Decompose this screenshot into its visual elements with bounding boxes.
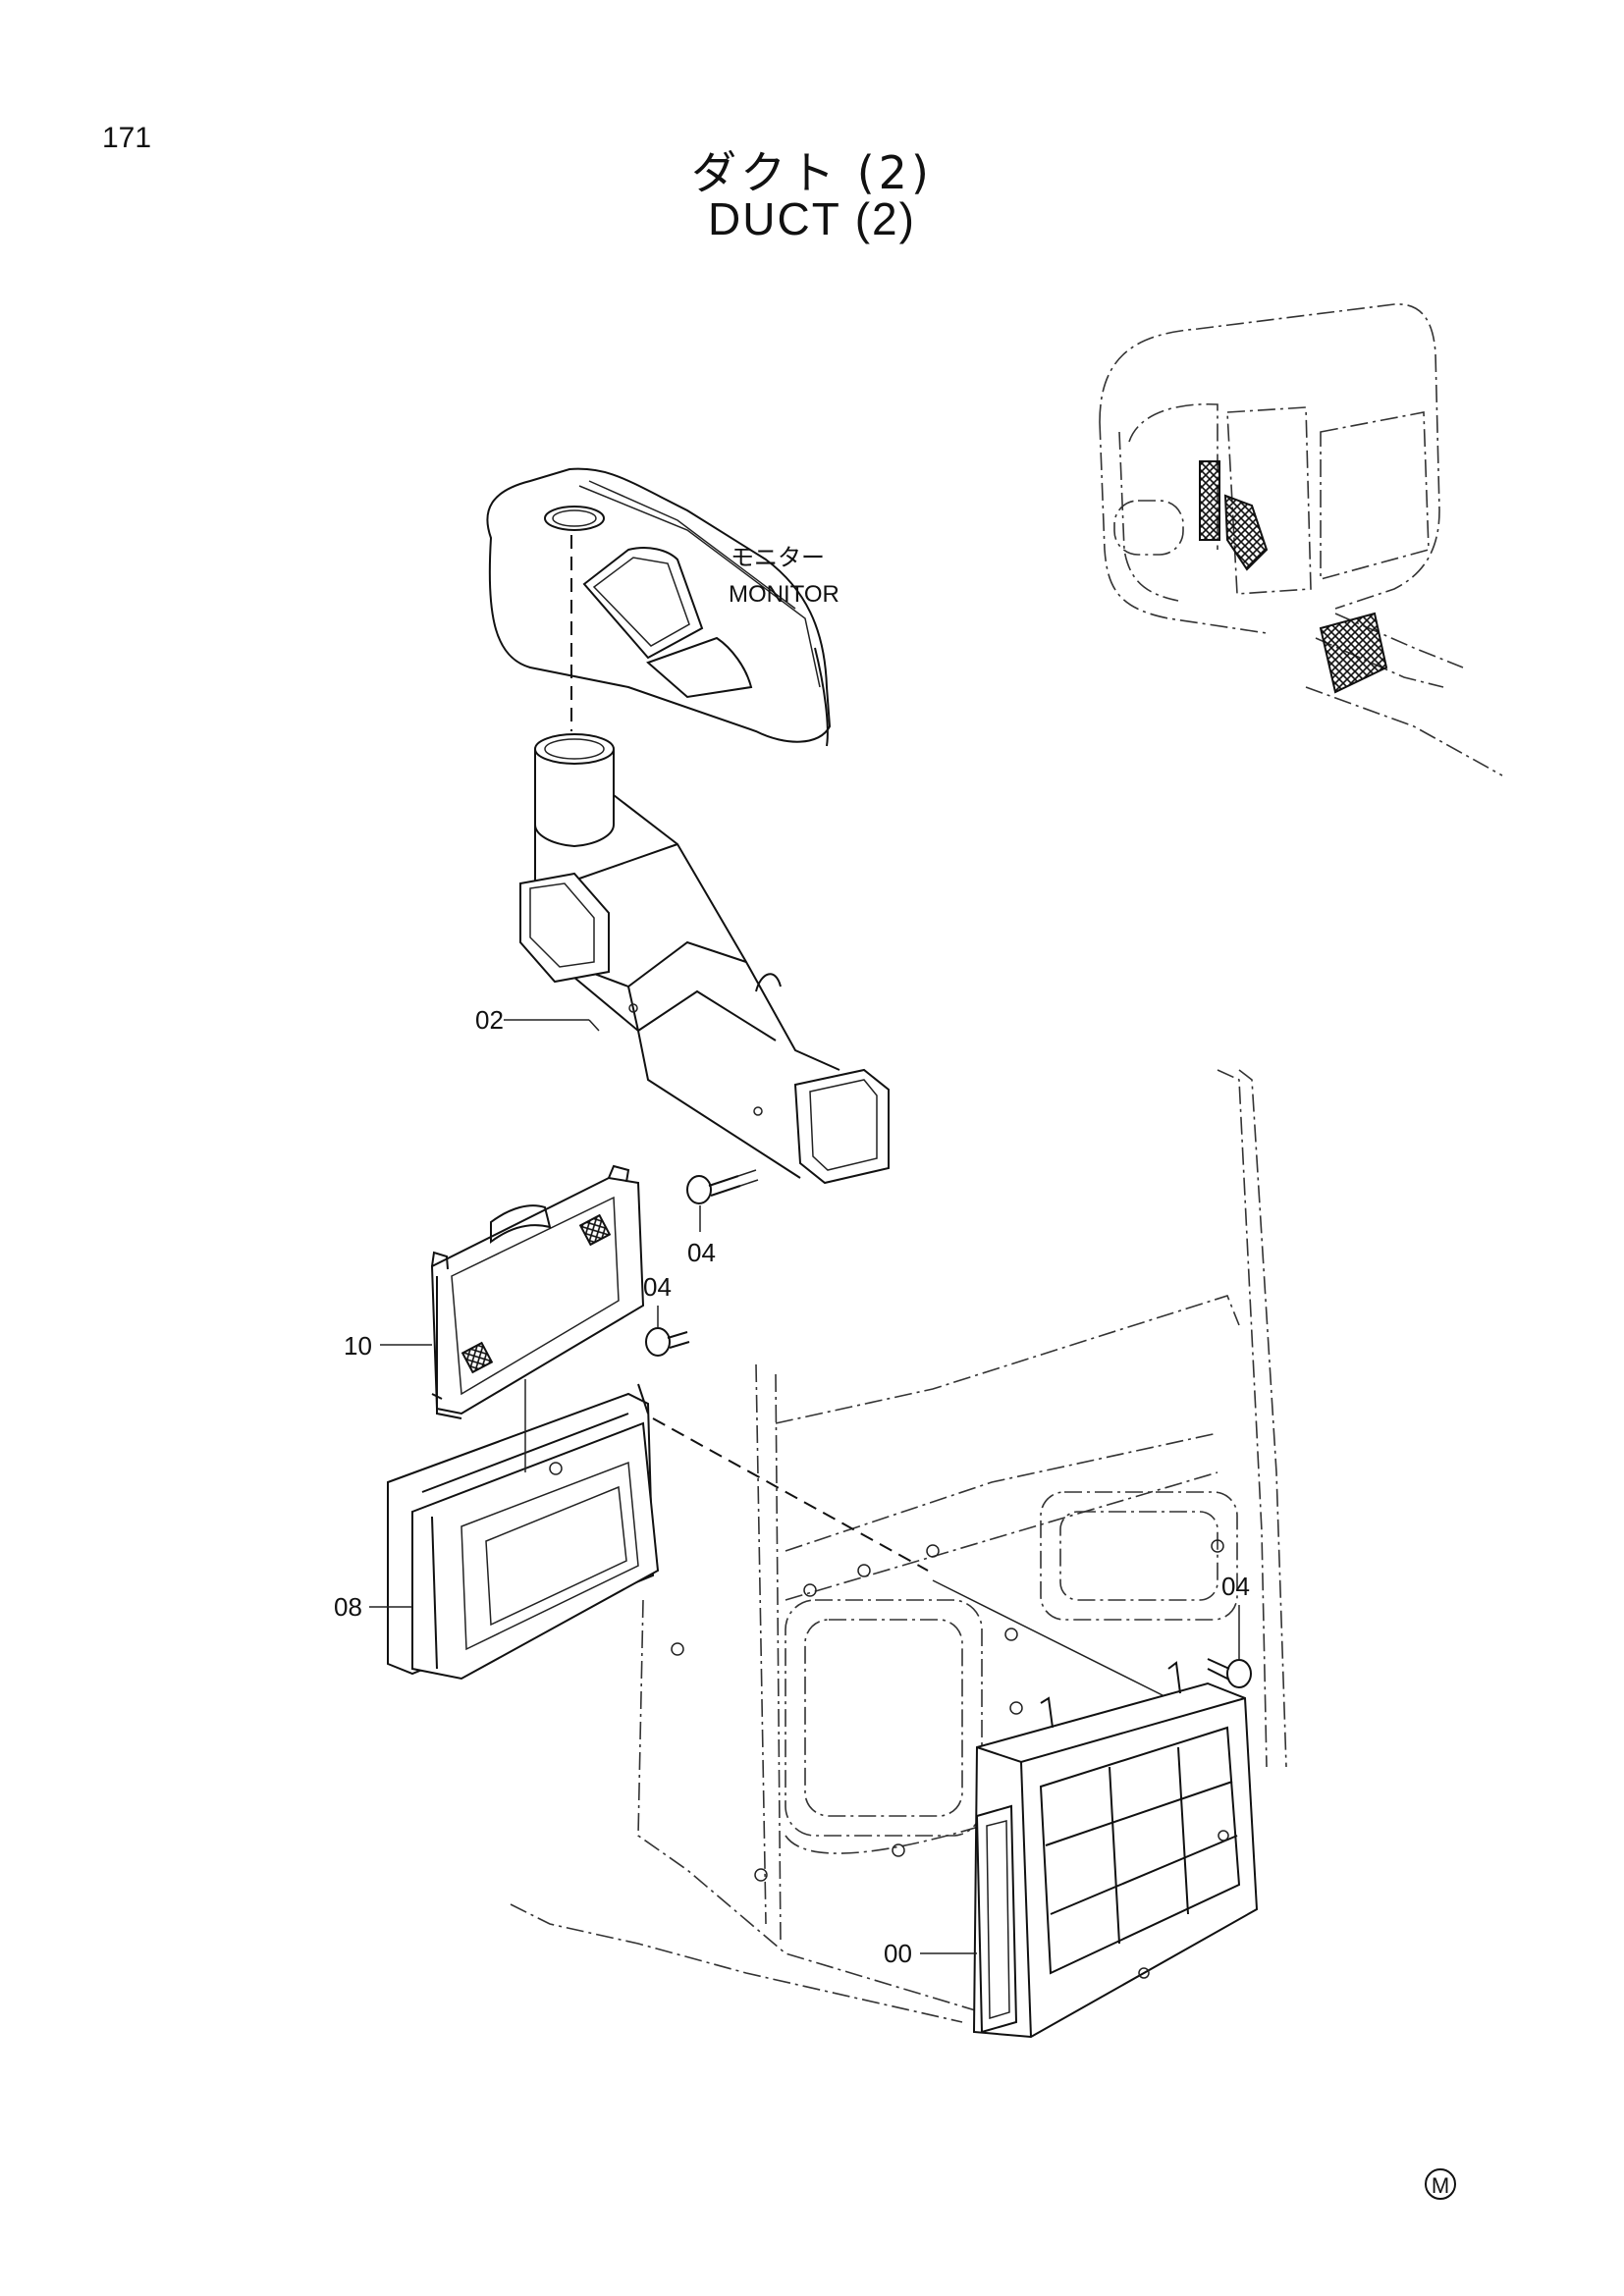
callout-02: 02 [475, 1005, 504, 1035]
monitor-label-japanese: モニター [731, 545, 825, 571]
cab-overview-inset [1099, 303, 1503, 776]
page-title-english: DUCT (2) [708, 193, 916, 244]
footer-mark-letter: M [1432, 2173, 1449, 2198]
callout-04-b: 04 [643, 1272, 672, 1302]
page-number: 171 [102, 122, 152, 154]
cab-duct-highlight [1199, 460, 1220, 541]
callout-10: 10 [344, 1331, 372, 1361]
page-title-japanese: ダクト (2) [691, 146, 933, 199]
cab-rear-panel [510, 1069, 1287, 2023]
duct-part-02 [519, 733, 890, 1185]
monitor-label-english: MONITOR [729, 581, 839, 608]
monitor-panel [486, 467, 832, 747]
frame-part-08 [387, 1383, 660, 1681]
cab-duct-highlight-2 [1223, 494, 1269, 571]
screw-04-c [1207, 1658, 1252, 1688]
callout-00: 00 [884, 1939, 912, 1968]
screw-04-b [645, 1327, 690, 1357]
cab-cover-highlight [1319, 612, 1388, 694]
footer-mark: M [1425, 2168, 1456, 2200]
cover-part-00 [972, 1661, 1259, 2039]
callout-04-c: 04 [1221, 1572, 1250, 1601]
callout-04-a: 04 [687, 1238, 716, 1267]
screw-04-a [686, 1169, 759, 1204]
filter-part-10 [430, 1164, 645, 1419]
callout-08: 08 [334, 1592, 362, 1622]
